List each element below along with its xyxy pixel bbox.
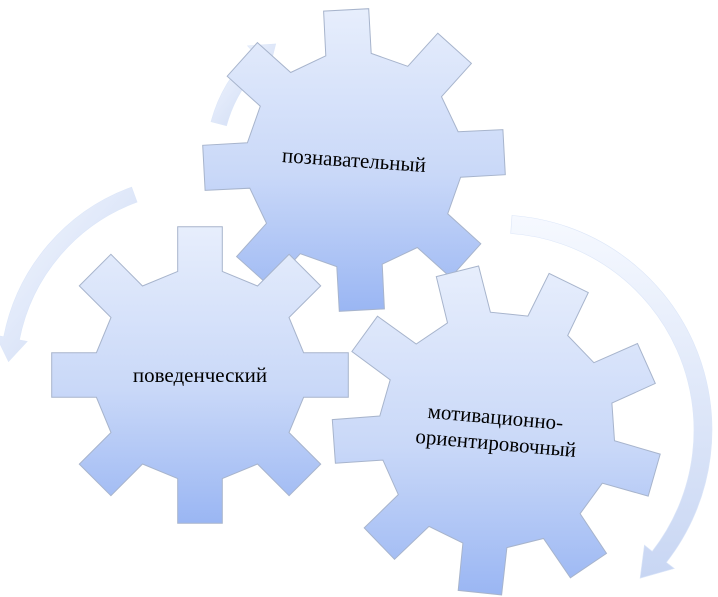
gear-cognitive: познавательный: [202, 8, 506, 312]
gear-behavioral: поведенческий: [51, 226, 349, 524]
curved-arrow-icon: [510, 215, 713, 579]
gear-behavioral-label-line-1: поведенческий: [133, 363, 267, 387]
gear-behavioral-shape: [51, 226, 349, 524]
curved-arrow-icon: [0, 186, 138, 363]
gear-behavioral-label: поведенческий: [133, 363, 267, 387]
gear-motivational-shape: [331, 265, 661, 596]
gear-motivational: мотивационно- ориентировочный: [331, 265, 661, 596]
gear-cognitive-shape: [202, 8, 506, 312]
